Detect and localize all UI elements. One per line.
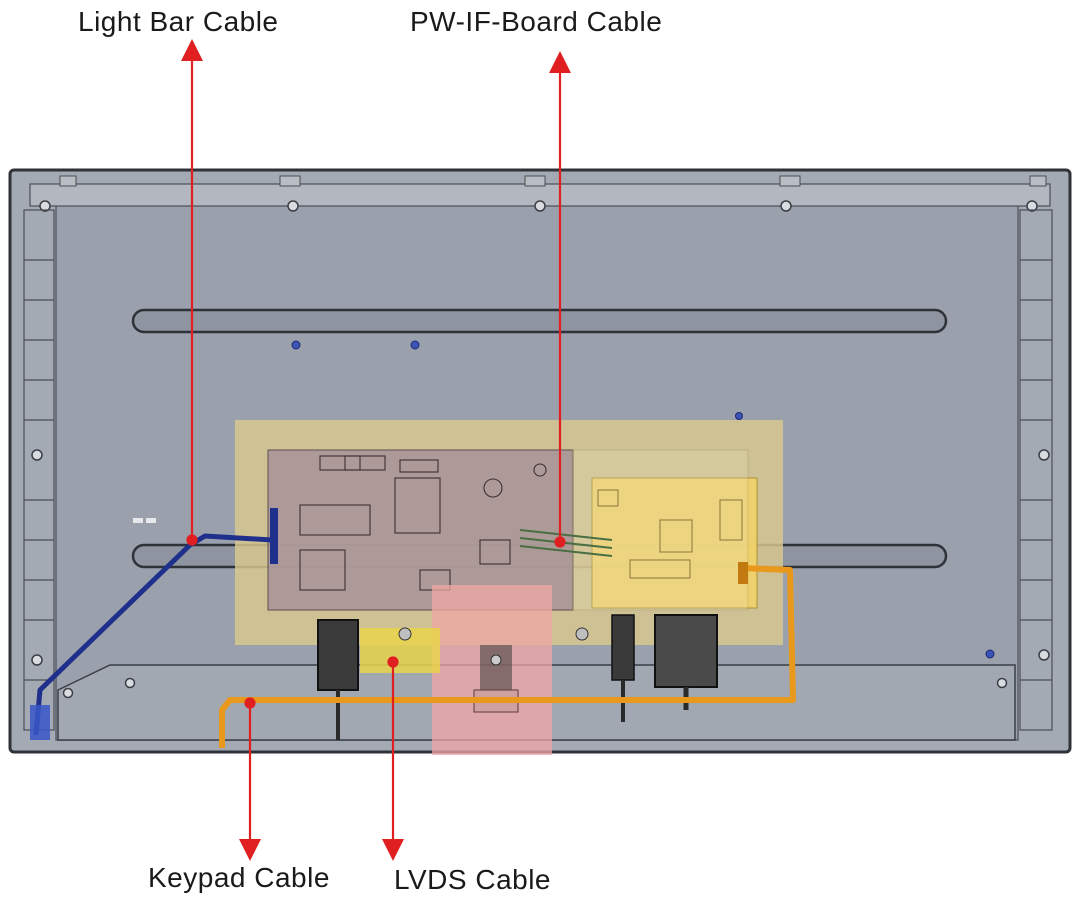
- bottom-screws: [62, 677, 1008, 699]
- keypad-cable: [219, 565, 796, 748]
- light-bar-plug: [30, 705, 50, 740]
- if-board-components: [597, 489, 743, 579]
- if-board-cover: [571, 449, 749, 611]
- callout-lines: [181, 39, 571, 861]
- small-blue-screws: [291, 340, 995, 659]
- audio-connector: [611, 614, 635, 681]
- lvds-callout-dot: [387, 656, 399, 668]
- vga-connector: [654, 614, 718, 688]
- keypad-screw-right: [575, 627, 589, 641]
- pw-if-callout-dot: [554, 536, 566, 548]
- side-screws: [31, 449, 1050, 666]
- top-rail-screws: [39, 200, 1038, 212]
- small-bracket: [133, 518, 156, 523]
- keypad-callout-dot: [244, 697, 256, 709]
- light-bar-cable-label: Light Bar Cable: [78, 6, 279, 37]
- power-inlet: [317, 619, 359, 691]
- lvds-screw: [490, 654, 502, 666]
- right-side-rail: [1019, 209, 1053, 731]
- upper-slot: [131, 308, 948, 334]
- keypad-cable-plug: [738, 562, 748, 584]
- light-bar-callout-dot: [186, 534, 198, 546]
- pw-if-board-cable-label: PW-IF-Board Cable: [410, 6, 663, 37]
- pw-if-ribbon: [519, 529, 613, 557]
- keypad-screw-left: [398, 627, 412, 641]
- light-bar-connector: [270, 508, 278, 564]
- top-rail-tabs: [59, 175, 1047, 187]
- power-board-components: [299, 455, 547, 591]
- keypad-cable-label: Keypad Cable: [148, 862, 330, 893]
- lvds-cable-label: LVDS Cable: [394, 864, 552, 895]
